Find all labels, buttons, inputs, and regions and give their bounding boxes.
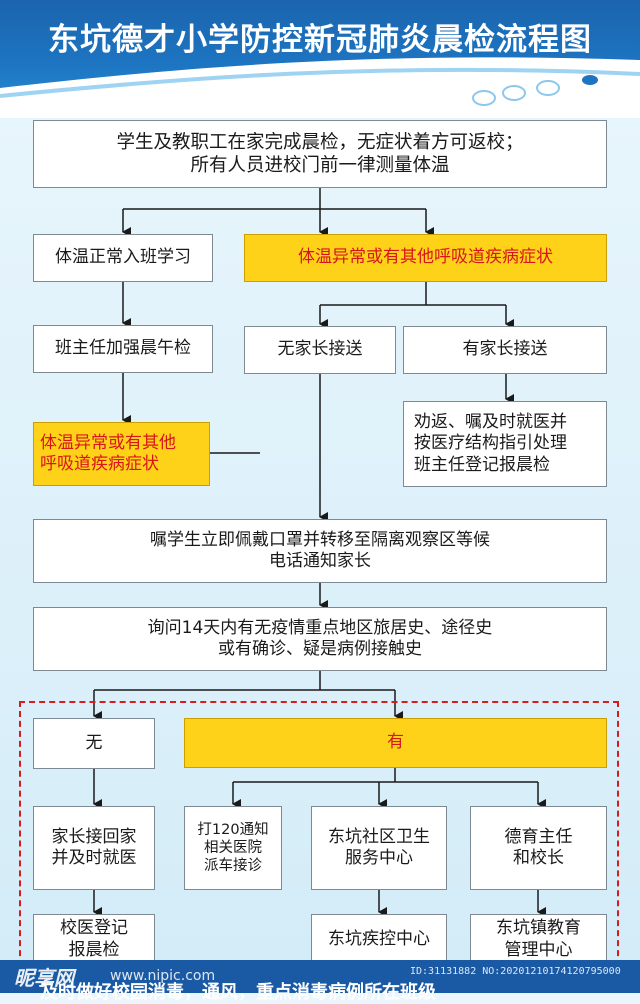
abnormal-symptom-node: 体温异常或有其他呼吸道疾病症状 — [244, 234, 607, 282]
footer-bar — [0, 960, 640, 993]
education-center-node: 东坑镇教育 管理中心 — [470, 914, 607, 965]
watermark-url: www.nipic.com — [110, 968, 216, 984]
no-exposure-node: 无 — [33, 718, 155, 769]
isolation-notice-node: 嘱学生立即佩戴口罩并转移至隔离观察区等候 电话通知家长 — [33, 519, 607, 583]
noon-check-node: 班主任加强晨午检 — [33, 325, 213, 373]
header-banner: 东坑德才小学防控新冠肺炎晨检流程图 — [0, 0, 640, 118]
page-title: 东坑德才小学防控新冠肺炎晨检流程图 — [48, 22, 592, 58]
has-exposure-node: 有 — [184, 718, 607, 768]
director-principal-node: 德育主任 和校长 — [470, 806, 607, 890]
header-decoration — [0, 57, 640, 118]
abnormal-symptom-node-2: 体温异常或有其他 呼吸道疾病症状 — [33, 422, 210, 486]
no-parent-pickup-node: 无家长接送 — [244, 326, 396, 374]
doctor-register-node: 校医登记 报晨检 — [33, 914, 155, 965]
watermark-id: ID:31131882 NO:20201210174120795000 — [410, 966, 621, 977]
watermark-logo: 昵享网 — [14, 966, 74, 990]
has-parent-pickup-node: 有家长接送 — [403, 326, 607, 374]
community-health-center-node: 东坑社区卫生 服务中心 — [311, 806, 447, 890]
cdc-node: 东坑疾控中心 — [311, 914, 447, 965]
start-node: 学生及教职工在家完成晨检，无症状着方可返校； 所有人员进校门前一律测量体温 — [33, 120, 607, 188]
normal-temperature-node: 体温正常入班学习 — [33, 234, 213, 282]
parent-pickup-node: 家长接回家 并及时就医 — [33, 806, 155, 890]
call-120-node: 打120通知 相关医院 派车接诊 — [184, 806, 282, 890]
travel-history-inquiry-node: 询问14天内有无疫情重点地区旅居史、途径史 或有确诊、疑是病例接触史 — [33, 607, 607, 671]
disinfection-notice: 及时做好校园消毒，通风，重点消毒病例所在班级 — [40, 982, 436, 1003]
dissuade-and-register-node: 劝返、嘱及时就医并 按医疗结构指引处理 班主任登记报晨检 — [403, 401, 607, 487]
